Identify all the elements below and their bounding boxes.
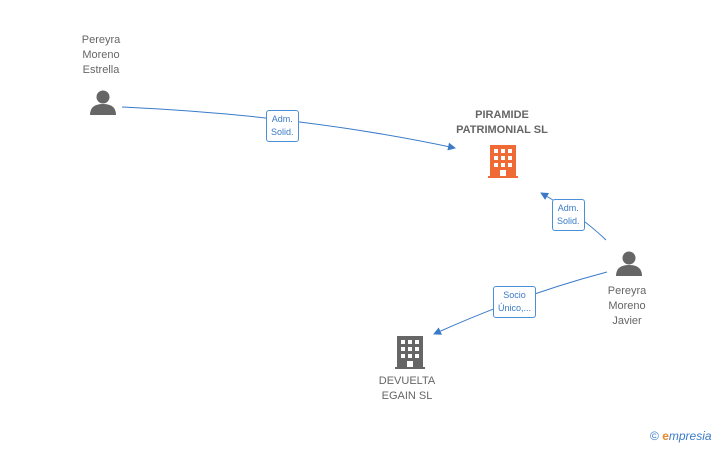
edge-role-label: Adm. Solid. — [266, 110, 299, 142]
edge-role-label: Socio Único,... — [493, 286, 537, 318]
person-icon[interactable] — [90, 90, 116, 116]
company-name[interactable]: PIRAMIDE PATRIMONIAL SL — [456, 109, 548, 136]
company-name[interactable]: DEVUELTA EGAIN SL — [378, 375, 436, 402]
building-icon[interactable] — [488, 145, 518, 178]
building-icon[interactable] — [395, 336, 425, 369]
brand-initial: e — [662, 429, 669, 443]
edge-role-label: Adm. Solid. — [552, 199, 585, 231]
brand-name: mpresia — [668, 429, 712, 443]
empresia-logo: © empresia — [650, 429, 712, 443]
person-name[interactable]: Pereyra Moreno Javier — [607, 285, 647, 327]
copyright-symbol: © — [650, 429, 659, 443]
person-icon[interactable] — [616, 251, 642, 277]
person-name[interactable]: Pereyra Moreno Estrella — [81, 34, 121, 76]
